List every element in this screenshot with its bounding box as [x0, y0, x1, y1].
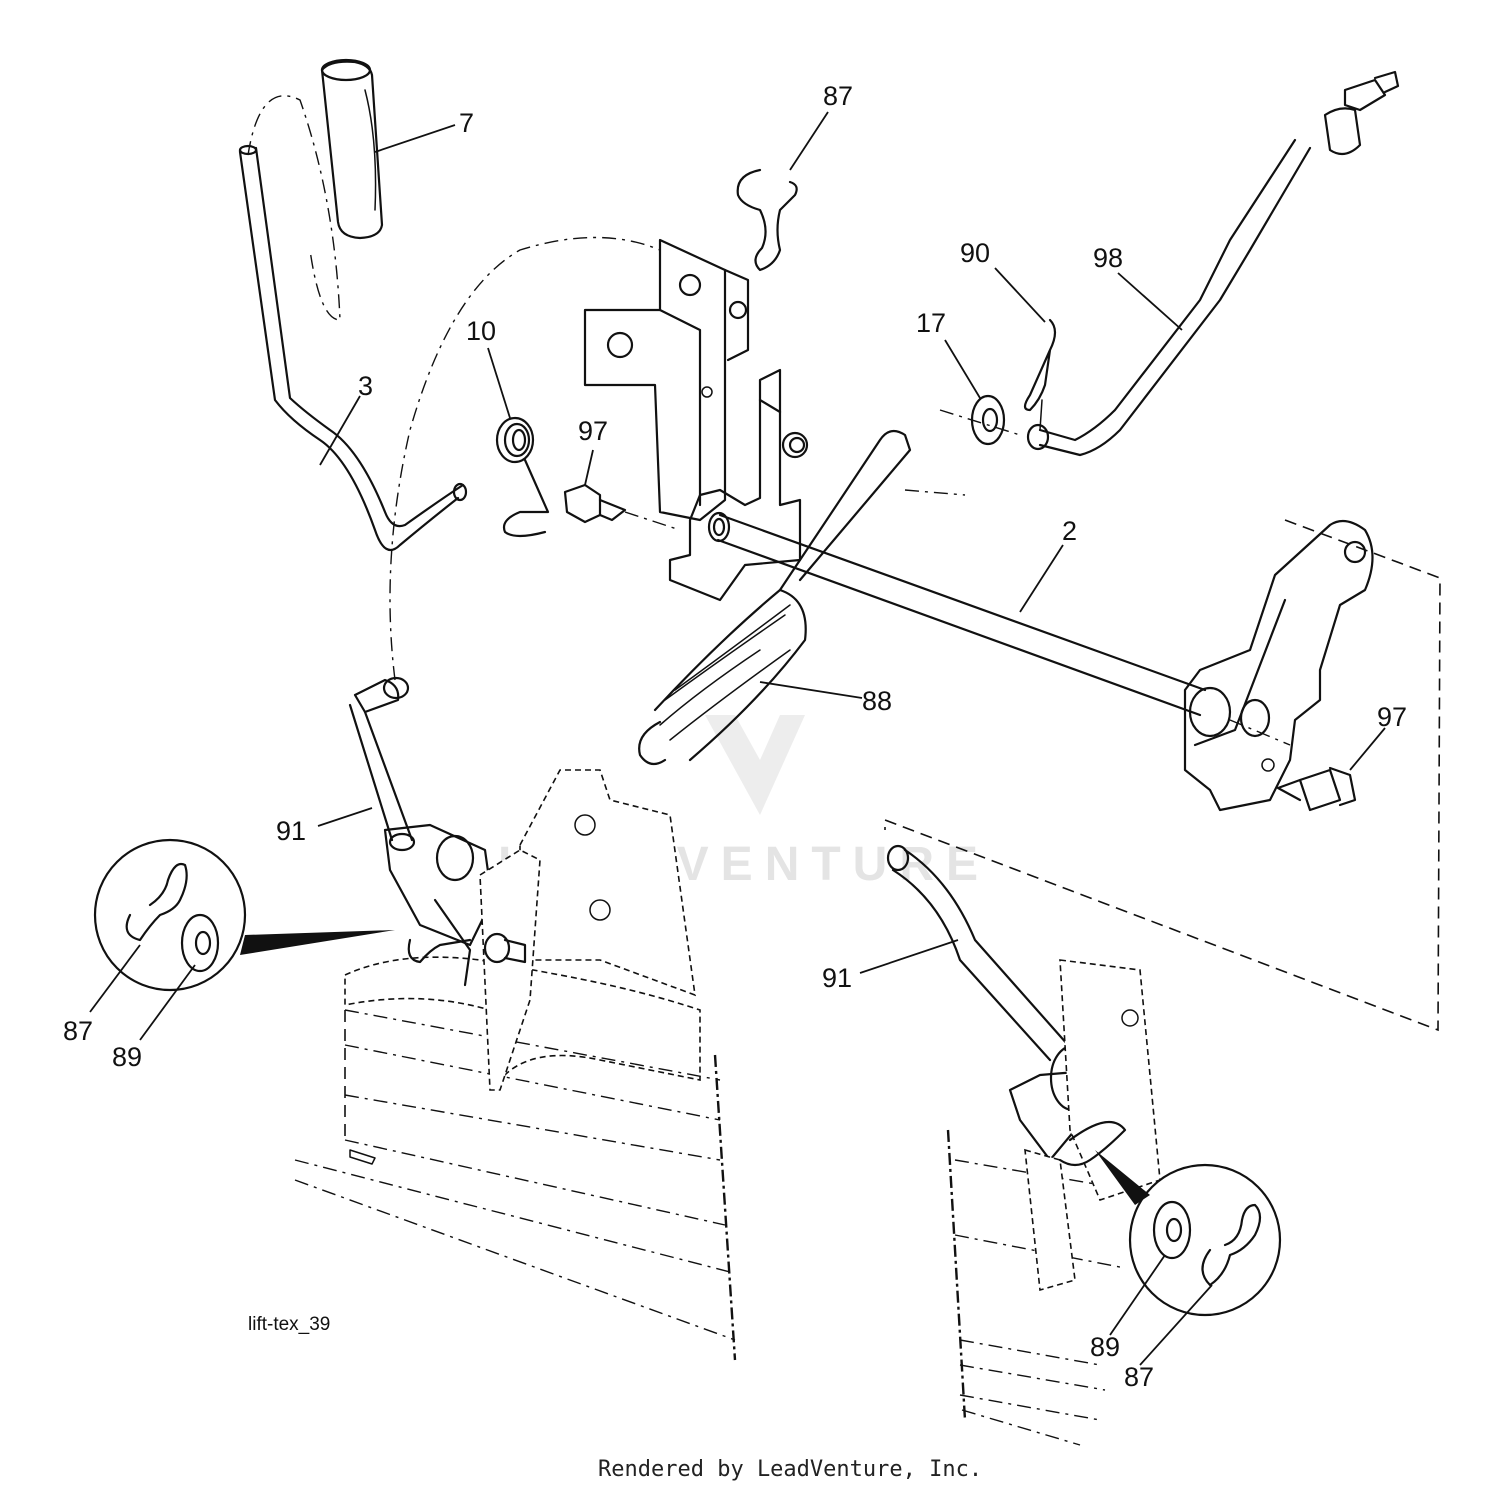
detail-circle-right [1095, 1150, 1282, 1317]
clip-near-link-left [407, 938, 472, 964]
callout-88: 88 [862, 686, 892, 716]
mount-plate-left [479, 769, 696, 1091]
handle-grip [320, 58, 384, 240]
leader-lines [89, 111, 1386, 1366]
right-bracket [1183, 519, 1374, 812]
mount-plate-right [1024, 959, 1161, 1292]
hairpin-clip-90 [1023, 318, 1057, 431]
lift-link-left [348, 676, 494, 987]
washer-17 [970, 394, 1006, 446]
callout-97-right: 97 [1377, 702, 1407, 732]
callout-91-left: 91 [276, 816, 306, 846]
callout-89-right: 89 [1090, 1332, 1120, 1362]
handle-path [389, 236, 661, 681]
reference-box-right [884, 519, 1441, 1032]
callout-87-left: 87 [63, 1016, 93, 1046]
callout-2: 2 [1062, 516, 1077, 546]
extension-spring [638, 429, 912, 766]
main-bracket [583, 238, 809, 602]
lift-handle-rod [238, 95, 468, 552]
lift-shaft [707, 511, 1291, 746]
render-credit: Rendered by LeadVenture, Inc. [598, 1457, 982, 1482]
adjust-rod [904, 70, 1400, 496]
callout-labels: 7 87 90 98 17 10 3 97 2 88 97 91 91 87 8… [63, 81, 1407, 1392]
callout-10: 10 [466, 316, 496, 346]
callout-97-left: 97 [578, 416, 608, 446]
torsion-spring [495, 416, 550, 538]
bolt-right [1276, 766, 1357, 812]
bolt-left [563, 483, 681, 531]
callout-91-right: 91 [822, 963, 852, 993]
diagram-reference-code: lift-tex_39 [248, 1314, 330, 1335]
callout-98: 98 [1093, 243, 1123, 273]
callout-3: 3 [358, 371, 373, 401]
callout-87-top: 87 [823, 81, 853, 111]
callout-87-right: 87 [1124, 1362, 1154, 1392]
detail-circle-left [93, 838, 395, 992]
callout-90: 90 [960, 238, 990, 268]
hairpin-clip-87-top [736, 168, 798, 272]
callout-7: 7 [459, 108, 474, 138]
callout-89-left: 89 [112, 1042, 142, 1072]
callout-17: 17 [916, 308, 946, 338]
